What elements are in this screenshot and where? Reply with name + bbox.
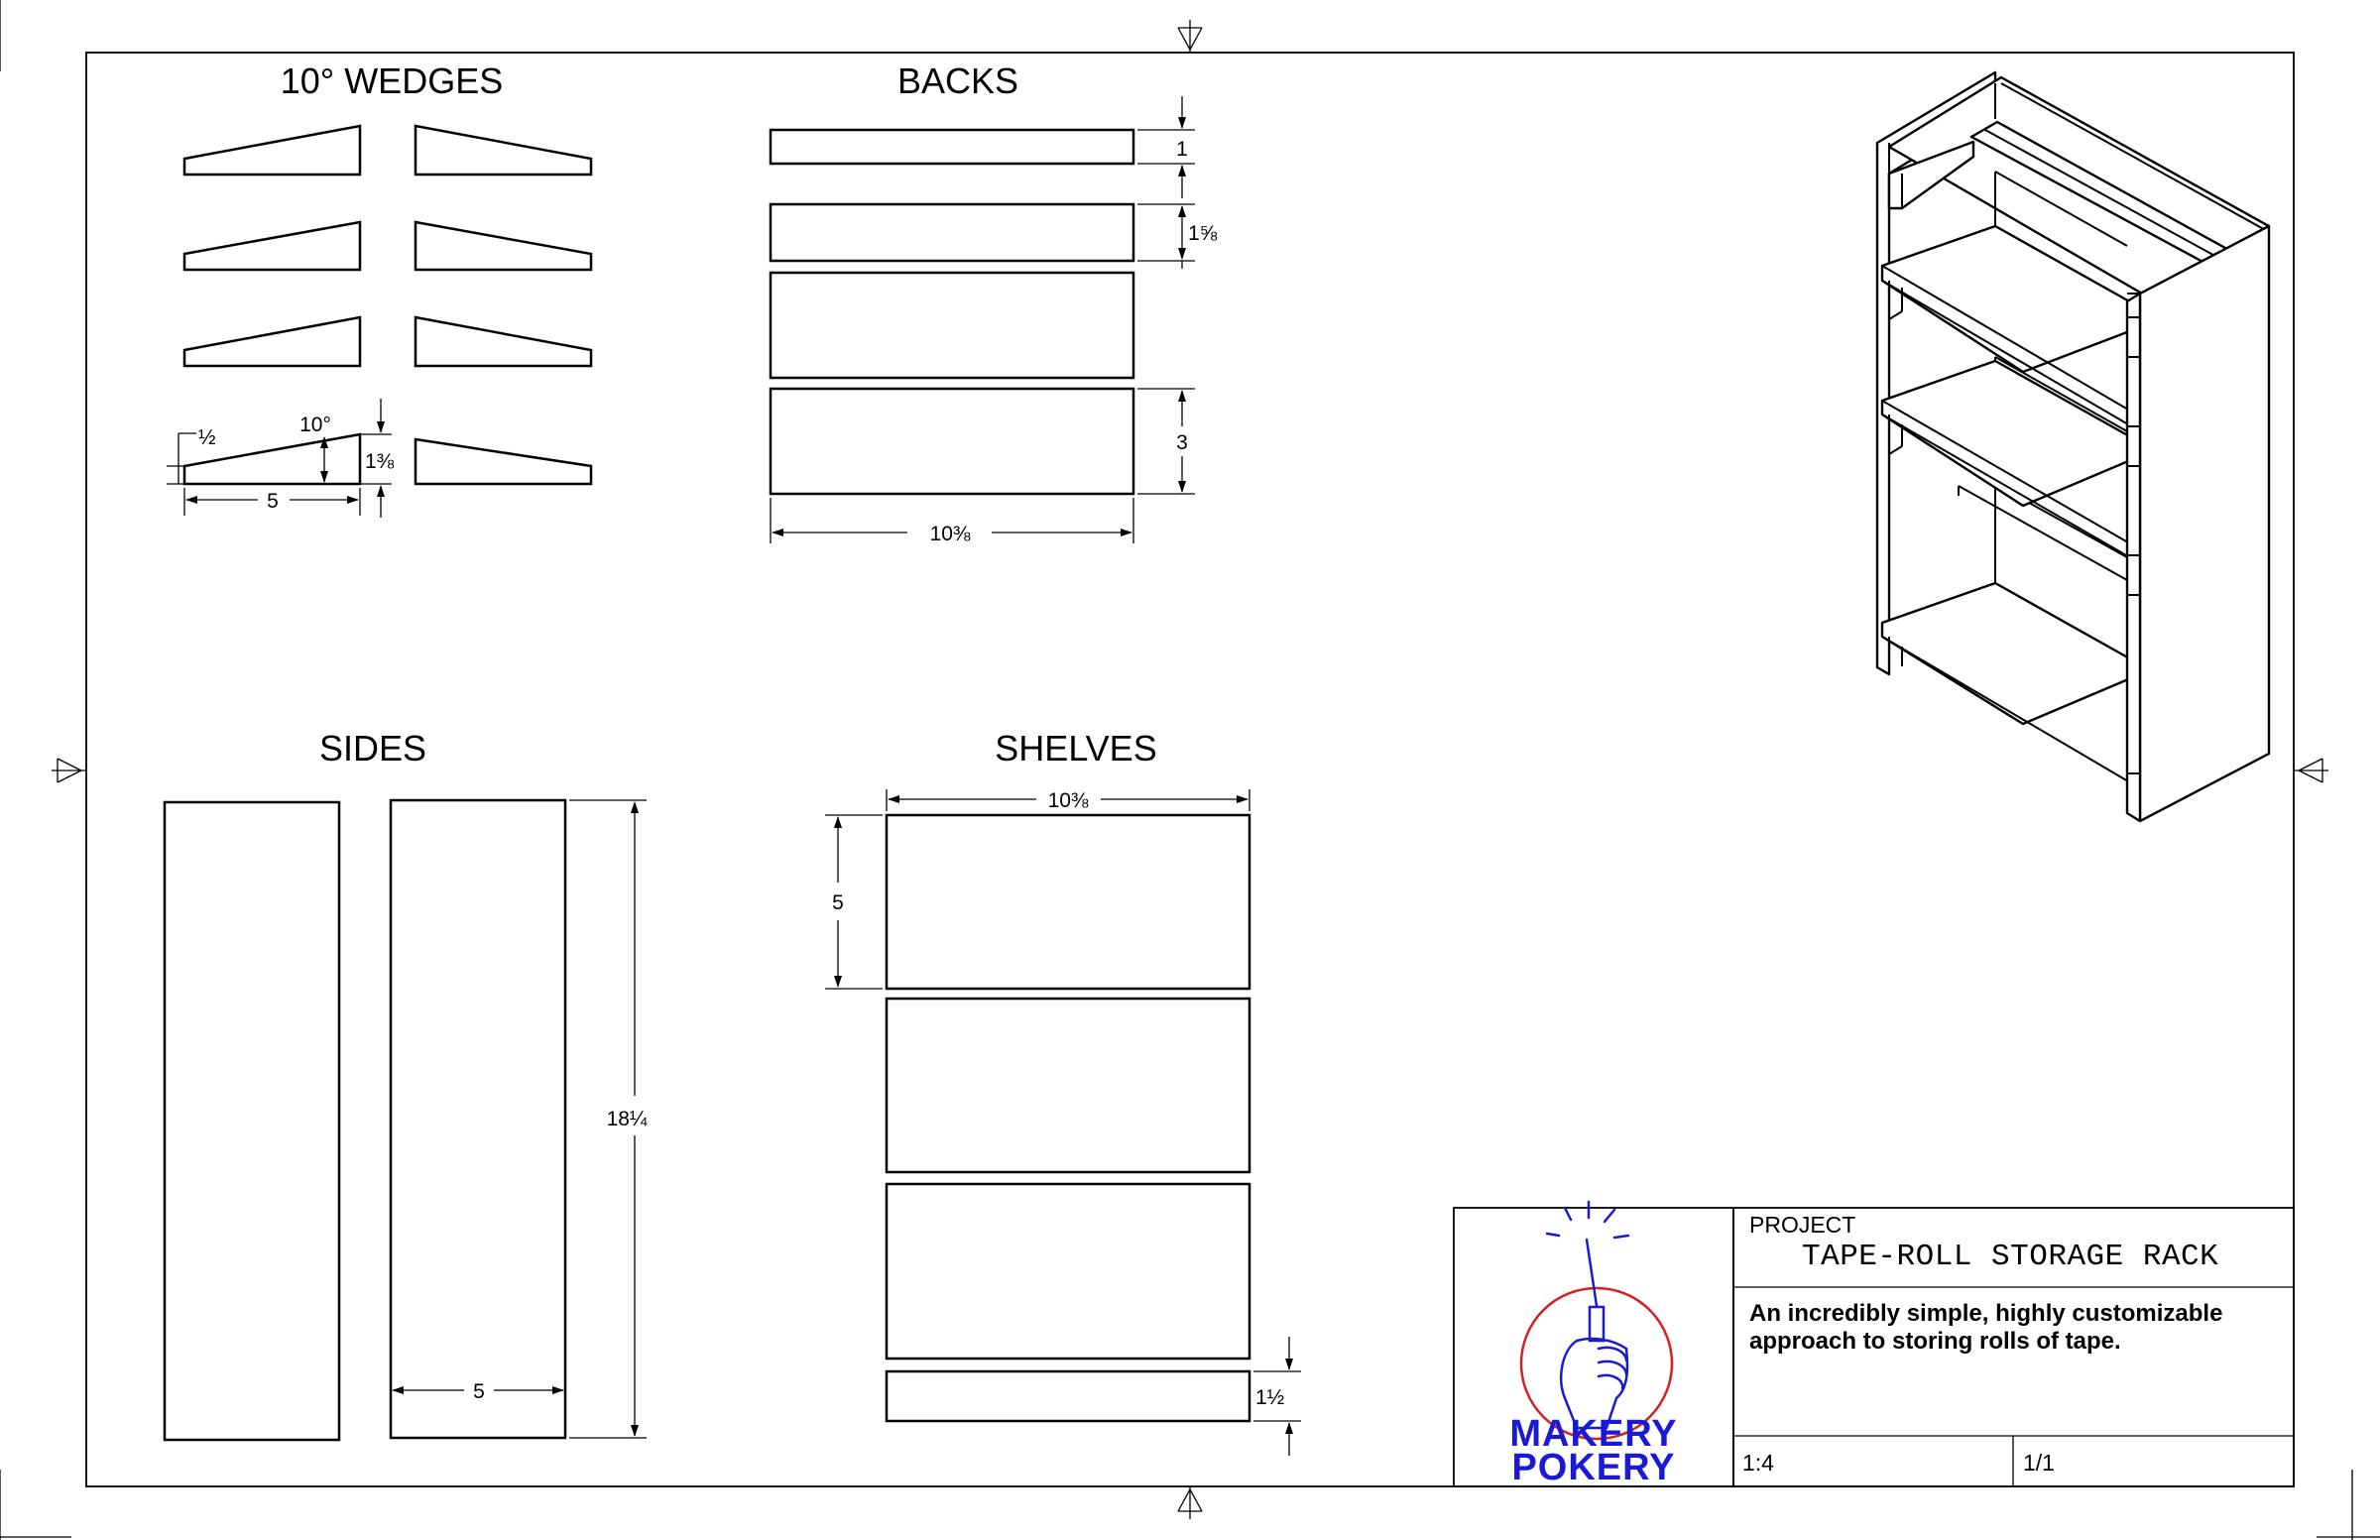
- title-block: MAKERY POKERY PROJECT TAPE-ROLL STORAGE …: [1453, 1200, 2295, 1488]
- back-part: [769, 387, 1135, 496]
- back-width-dim: 10⅜: [930, 523, 971, 545]
- centering-marks: [52, 20, 2328, 1519]
- back-dim-2: 1⅝: [1188, 222, 1218, 245]
- shelf-part: [885, 997, 1251, 1174]
- logo-text-line2: POKERY: [1511, 1447, 1675, 1488]
- backs-title: BACKS: [897, 60, 1018, 101]
- side-height-dim: 18¼: [607, 1108, 648, 1130]
- shelves-dimensions: 10⅜ 5 1½: [825, 789, 1301, 1456]
- side-width-dim: 5: [473, 1380, 485, 1403]
- wedges-title: 10° WEDGES: [281, 60, 503, 101]
- wedge-offset-dim: ½: [198, 426, 216, 449]
- wedge-length-dim: 5: [267, 490, 279, 513]
- sides-dimensions: 5 18¼: [392, 799, 648, 1439]
- wedges-section: 10° WEDGES ½ 10° 1⅜ 5: [167, 60, 593, 518]
- shelf-part: [885, 1182, 1251, 1361]
- wedge-angle-dim: 10°: [299, 414, 331, 436]
- wedge-dimensions: ½ 10° 1⅜ 5: [167, 399, 395, 518]
- project-name: TAPE-ROLL STORAGE RACK: [1802, 1240, 2218, 1274]
- back-part: [769, 128, 1135, 166]
- sides-title: SIDES: [319, 728, 426, 769]
- shelves-section: SHELVES 10⅜ 5 1½: [825, 728, 1301, 1456]
- isometric-rack-view: [1875, 70, 2271, 823]
- backs-section: BACKS 1 1⅝ 3 10⅜: [769, 60, 1218, 545]
- wedge-part: [414, 437, 593, 486]
- back-dim-1: 1: [1176, 138, 1188, 161]
- backs-dimensions: 1 1⅝ 3 10⅜: [770, 96, 1218, 545]
- makery-pokery-logo: MAKERY POKERY: [1509, 1200, 1677, 1488]
- shelf-lip-dim: 1½: [1255, 1386, 1284, 1409]
- shelves-title: SHELVES: [995, 728, 1156, 769]
- wedge-part: [414, 124, 593, 177]
- project-description-line2: approach to storing rolls of tape.: [1749, 1328, 2121, 1355]
- sides-section: SIDES 5 18¼: [163, 728, 648, 1442]
- side-part: [389, 798, 567, 1440]
- shelf-part: [885, 813, 1251, 991]
- side-part: [163, 800, 341, 1442]
- wedge-part: [182, 124, 362, 177]
- wedge-part: [182, 315, 362, 368]
- project-description-line1: An incredibly simple, highly customizabl…: [1749, 1300, 2222, 1327]
- shelf-lip-part: [885, 1369, 1251, 1423]
- scale-value: 1:4: [1742, 1450, 1774, 1476]
- sheet-number: 1/1: [2023, 1450, 2055, 1476]
- back-part: [769, 202, 1135, 263]
- wedge-part: [414, 315, 593, 368]
- project-label: PROJECT: [1749, 1212, 1855, 1238]
- logo-text-line1: MAKERY: [1509, 1413, 1677, 1455]
- back-part: [769, 271, 1135, 380]
- wedge-height-dim: 1⅜: [365, 450, 395, 473]
- wedge-part: [182, 220, 362, 272]
- back-dim-3: 3: [1176, 431, 1188, 454]
- hand-screwdriver-icon: [1545, 1200, 1630, 1430]
- shelf-width-dim: 10⅜: [1048, 789, 1089, 812]
- shelf-depth-dim: 5: [832, 891, 844, 914]
- wedge-part: [414, 220, 593, 272]
